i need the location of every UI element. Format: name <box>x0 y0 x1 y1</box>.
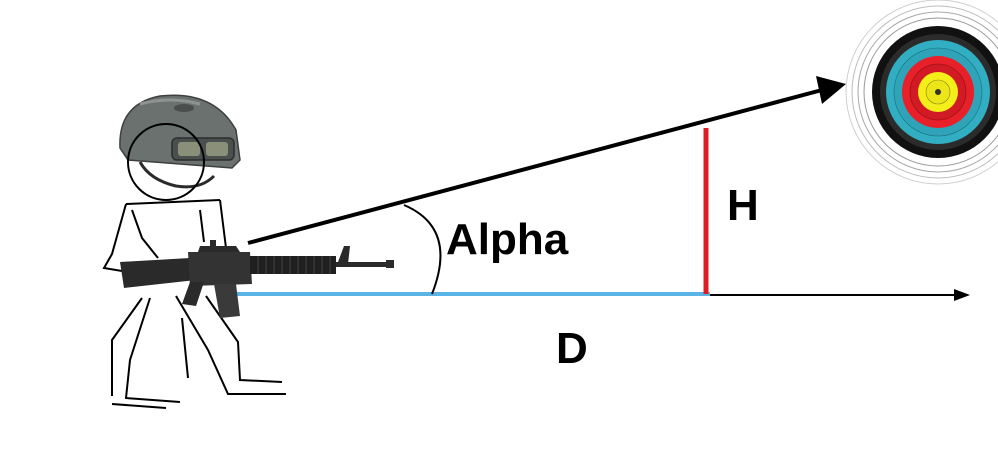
alpha-label: Alpha <box>446 215 569 264</box>
soldier-icon <box>102 94 394 409</box>
angle-arc <box>403 204 442 295</box>
distance-label: D <box>556 324 588 373</box>
baseline-arrow-head-icon <box>954 289 970 301</box>
helmet-icon <box>119 94 241 189</box>
rifle-icon <box>120 240 394 318</box>
aim-arrow <box>247 76 846 245</box>
height-label: H <box>727 181 759 230</box>
baseline-arrow <box>710 289 970 301</box>
target-icon <box>845 0 998 185</box>
aim-arrow-head-icon <box>816 76 846 104</box>
